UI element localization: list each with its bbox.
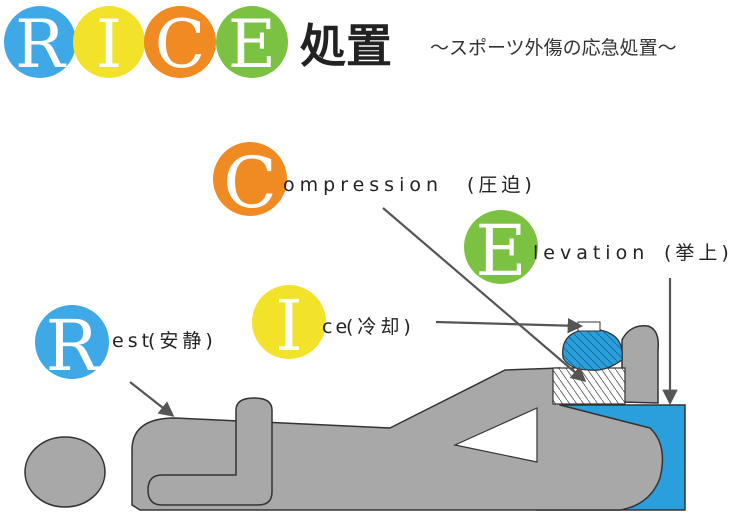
knee-gap	[453, 407, 538, 463]
logo-letter-c: C	[144, 6, 216, 83]
svg-text:levation: levation	[533, 242, 649, 264]
lying-person-figure	[24, 321, 664, 511]
svg-text:E: E	[228, 6, 276, 83]
svg-text:(冷却): (冷却)	[346, 316, 415, 338]
header-subtitle: ～スポーツ外傷の応急処置～	[430, 37, 677, 59]
svg-text:(挙上): (挙上)	[664, 242, 733, 264]
svg-text:ompression: ompression	[283, 174, 443, 196]
svg-text:R: R	[46, 305, 101, 387]
svg-text:E: E	[475, 210, 526, 292]
label-compression: C ompression (圧迫)	[213, 142, 536, 224]
head	[24, 436, 106, 508]
rice-logo: R I C E	[4, 6, 288, 83]
label-rest: R est (安静)	[35, 305, 217, 387]
header-title: 処置	[300, 19, 392, 73]
foot	[621, 325, 660, 404]
svg-text:C: C	[155, 6, 206, 83]
svg-text:C: C	[223, 142, 277, 224]
label-elevation: E levation (挙上)	[464, 210, 733, 292]
label-arrows	[129, 207, 678, 417]
logo-letter-e: E	[216, 6, 288, 83]
svg-text:I: I	[96, 6, 122, 83]
ice-arrow	[435, 317, 584, 334]
ice-pack	[562, 329, 623, 371]
label-ice: I ce (冷却)	[252, 285, 415, 367]
rest-arrow	[129, 381, 175, 417]
header: R I C E 処置 ～スポーツ外傷の応急処置～	[4, 6, 677, 83]
compression-arrow	[382, 207, 587, 383]
arm	[147, 397, 273, 506]
svg-text:est: est	[112, 330, 153, 352]
compression-bandage	[552, 367, 626, 405]
logo-letter-r: R	[4, 6, 76, 83]
logo-letter-i: I	[73, 6, 145, 83]
svg-text:ce: ce	[322, 316, 350, 338]
ice-pack-top	[577, 321, 601, 332]
svg-text:I: I	[275, 285, 303, 367]
svg-text:R: R	[15, 6, 67, 83]
svg-text:(圧迫): (圧迫)	[467, 174, 536, 196]
svg-text:(安静): (安静)	[148, 330, 217, 352]
